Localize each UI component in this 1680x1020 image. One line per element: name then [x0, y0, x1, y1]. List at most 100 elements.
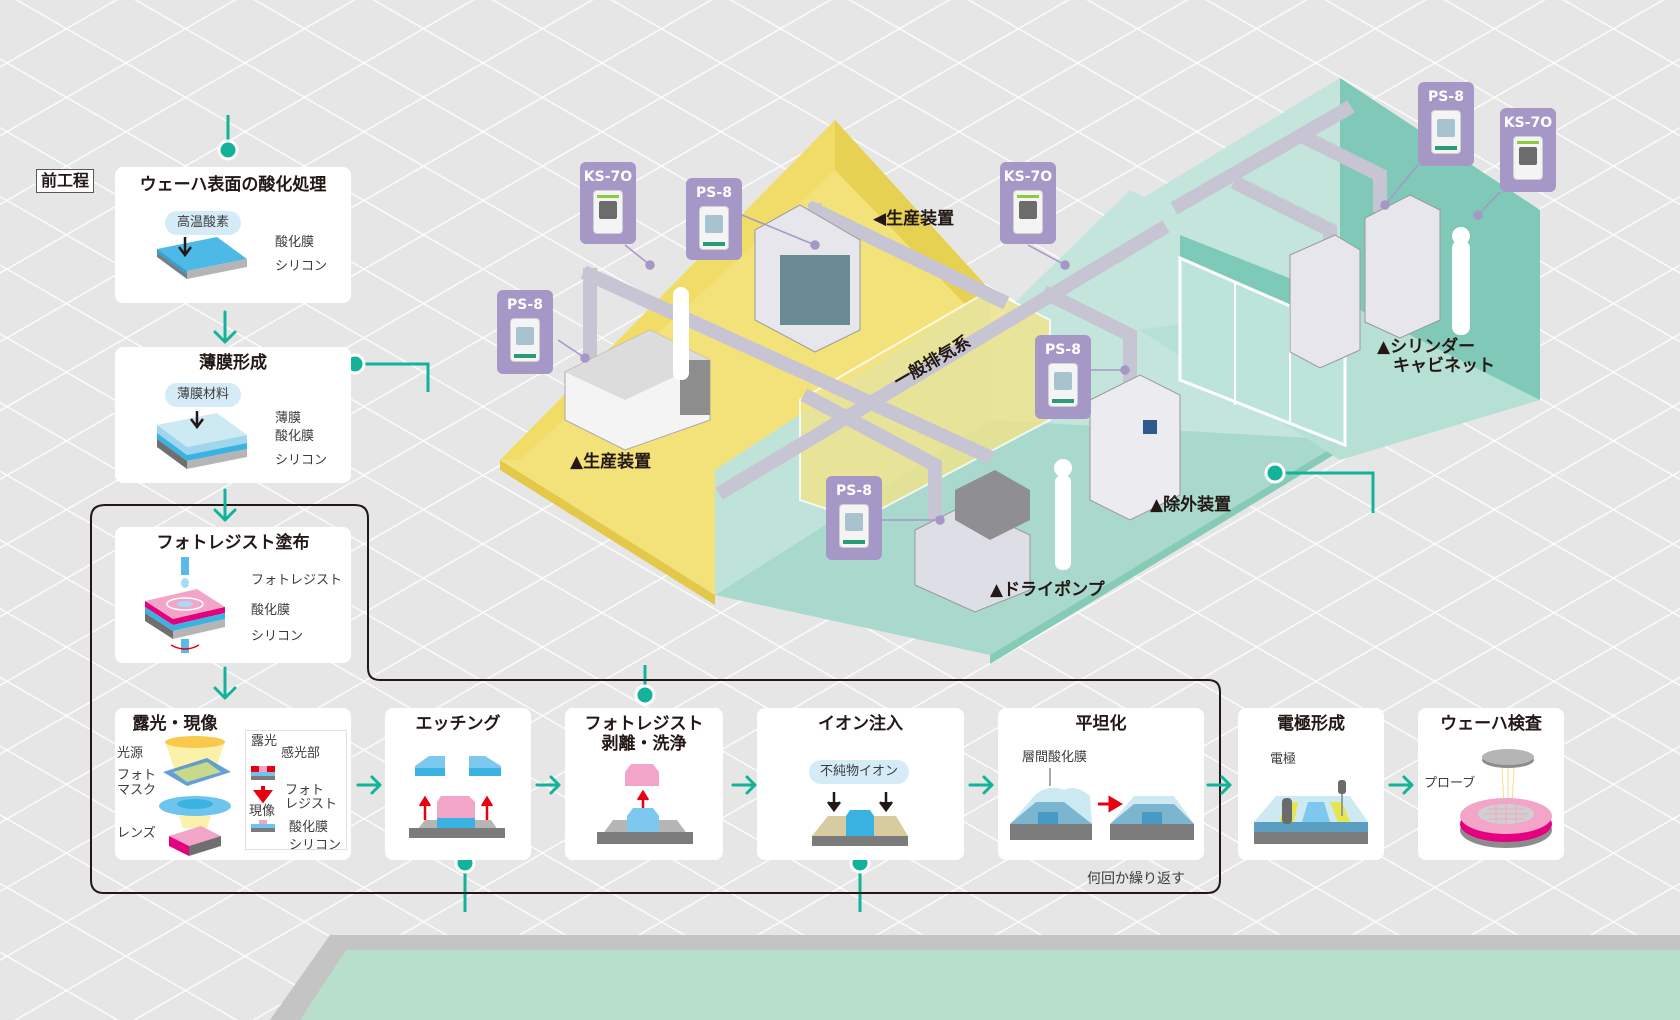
- wafer-layers-illustration: [157, 237, 247, 279]
- step-title: 電極形成: [1277, 714, 1345, 734]
- sensor-model: KS-7O: [583, 169, 633, 185]
- layer-label: シリコン: [251, 629, 304, 644]
- repeat-note: 何回か繰り返す: [1087, 871, 1185, 887]
- equipment-label-production-2: ◀生産装置: [873, 209, 955, 229]
- develop-steps-icon: [251, 766, 275, 832]
- gas-detector-icon: [1431, 110, 1461, 154]
- layer-label: 層間酸化膜: [1022, 750, 1088, 765]
- develop-detail-panel: [245, 730, 347, 850]
- process-step-exposure-develop[interactable]: 露光・現像 光源 フォト マスク レンズ 露光 感光部 現像 フォト レジスト …: [115, 708, 351, 860]
- repeat-loop-bracket: [90, 504, 1221, 894]
- step-title-line2: 剥離・洗浄: [601, 734, 687, 754]
- sensor-model: PS-8: [1428, 89, 1464, 105]
- sensor-callout-ks70[interactable]: KS-7O: [580, 162, 636, 244]
- sensor-callout-ps8[interactable]: PS-8: [686, 178, 742, 260]
- detail-label: フォト レジスト: [285, 783, 338, 812]
- step-title: 平坦化: [1075, 714, 1127, 734]
- gas-detector-icon: [1013, 190, 1043, 234]
- layer-label: シリコン: [275, 259, 328, 274]
- detail-label: 露光: [251, 734, 278, 749]
- gas-detector-icon: [593, 190, 623, 234]
- layer-label: 酸化膜: [275, 235, 315, 250]
- equipment-label-production-1: ▲生産装置: [570, 452, 652, 472]
- section-tag: 前工程: [36, 169, 95, 193]
- equipment-label-dry-pump: ▲ドライポンプ: [990, 580, 1105, 600]
- spin-coating-illustration: [145, 557, 225, 653]
- layer-label: フォトレジスト: [251, 573, 343, 588]
- step-title: ウェーハ表面の酸化処理: [139, 175, 327, 195]
- sensor-callout-ps8[interactable]: PS-8: [826, 476, 882, 560]
- dry-pump-machine: [914, 470, 1031, 613]
- layer-label: 薄膜: [275, 411, 302, 426]
- wafer-layers-illustration: [157, 411, 247, 469]
- process-step-ion-implant[interactable]: イオン注入 不純物イオン: [757, 708, 964, 860]
- sensor-model: PS-8: [836, 483, 872, 499]
- production-machine-2: [754, 204, 861, 353]
- process-step-photoresist-coating[interactable]: フォトレジスト塗布 フォトレジスト 酸化膜 シリコン: [115, 527, 351, 663]
- sensor-callout-ps8[interactable]: PS-8: [497, 290, 553, 374]
- exhaust-ducts: [580, 100, 1387, 527]
- optics-label: 光源: [117, 746, 144, 761]
- detail-label: 感光部: [281, 746, 321, 761]
- step-title-line1: フォトレジスト: [584, 714, 704, 734]
- wafer-inspection-illustration: [1460, 749, 1552, 848]
- sensor-model: PS-8: [507, 297, 543, 313]
- lower-floor: [300, 950, 1680, 1020]
- layer-label: 酸化膜: [275, 429, 315, 444]
- gas-detector-icon: [1048, 363, 1078, 407]
- gas-detector-icon: [839, 504, 869, 548]
- sensor-connectors: [557, 164, 1501, 525]
- detail-label: 現像: [249, 804, 276, 819]
- step-title: ウェーハ検査: [1440, 714, 1542, 734]
- process-step-wafer-inspection[interactable]: ウェーハ検査 プローブ: [1418, 708, 1564, 860]
- input-pill: 薄膜材料: [165, 383, 241, 407]
- gas-detector-icon: [1513, 136, 1543, 180]
- process-step-oxidation[interactable]: ウェーハ表面の酸化処理 高温酸素 酸化膜 シリコン: [115, 167, 351, 303]
- cylinder-cabinets: [1289, 194, 1441, 369]
- layer-label: シリコン: [275, 453, 328, 468]
- resist-strip-illustration: [597, 764, 693, 844]
- step-title: フォトレジスト塗布: [156, 533, 310, 553]
- equipment-label-abatement: ▲除外装置: [1150, 495, 1232, 515]
- input-pill: 不純物イオン: [809, 760, 909, 784]
- sensor-callout-ks70[interactable]: KS-7O: [1000, 162, 1056, 244]
- process-step-electrode[interactable]: 電極形成 電極: [1238, 708, 1384, 860]
- sensor-callout-ps8[interactable]: PS-8: [1035, 335, 1091, 419]
- sensor-model: KS-7O: [1503, 115, 1553, 131]
- detail-label: 酸化膜: [289, 820, 329, 835]
- process-step-resist-strip[interactable]: フォトレジスト 剥離・洗浄: [565, 708, 723, 860]
- gas-detector-icon: [699, 206, 729, 250]
- callout-lines: [226, 115, 1375, 912]
- equipment-label-cylinder-1: ▲シリンダー: [1377, 337, 1476, 357]
- sensor-callout-ps8[interactable]: PS-8: [1418, 82, 1474, 166]
- layer-label: 電極: [1270, 752, 1297, 767]
- layer-label: プローブ: [1424, 776, 1476, 791]
- lithography-illustration: [159, 736, 231, 856]
- planarization-illustration: [1010, 768, 1194, 840]
- ion-implant-illustration: [812, 792, 908, 846]
- process-step-thin-film[interactable]: 薄膜形成 薄膜材料 薄膜 酸化膜 シリコン: [115, 347, 351, 483]
- gas-detector-icon: [510, 318, 540, 362]
- etching-illustration: [409, 756, 505, 838]
- step-title: 露光・現像: [132, 714, 218, 734]
- step-title: イオン注入: [818, 714, 903, 734]
- sensor-model: PS-8: [1045, 342, 1081, 358]
- detail-label: シリコン: [289, 838, 342, 853]
- sensor-callout-ks70[interactable]: KS-7O: [1500, 108, 1556, 192]
- sensor-model: KS-7O: [1003, 169, 1053, 185]
- optics-label: レンズ: [117, 826, 156, 841]
- step-title: 薄膜形成: [199, 353, 267, 373]
- layer-label: 酸化膜: [251, 603, 291, 618]
- input-pill: 高温酸素: [165, 211, 241, 235]
- workers: [673, 227, 1470, 570]
- process-step-etching[interactable]: エッチング: [385, 708, 531, 860]
- electrode-illustration: [1254, 780, 1368, 844]
- abatement-machine: [1089, 374, 1181, 521]
- process-step-planarization[interactable]: 平坦化 層間酸化膜: [998, 708, 1204, 860]
- step-title: エッチング: [415, 714, 501, 734]
- equipment-label-cylinder-2: キャビネット: [1393, 356, 1495, 376]
- sensor-model: PS-8: [696, 185, 732, 201]
- flow-arrows: [213, 310, 1414, 795]
- optics-label: フォト マスク: [117, 768, 157, 798]
